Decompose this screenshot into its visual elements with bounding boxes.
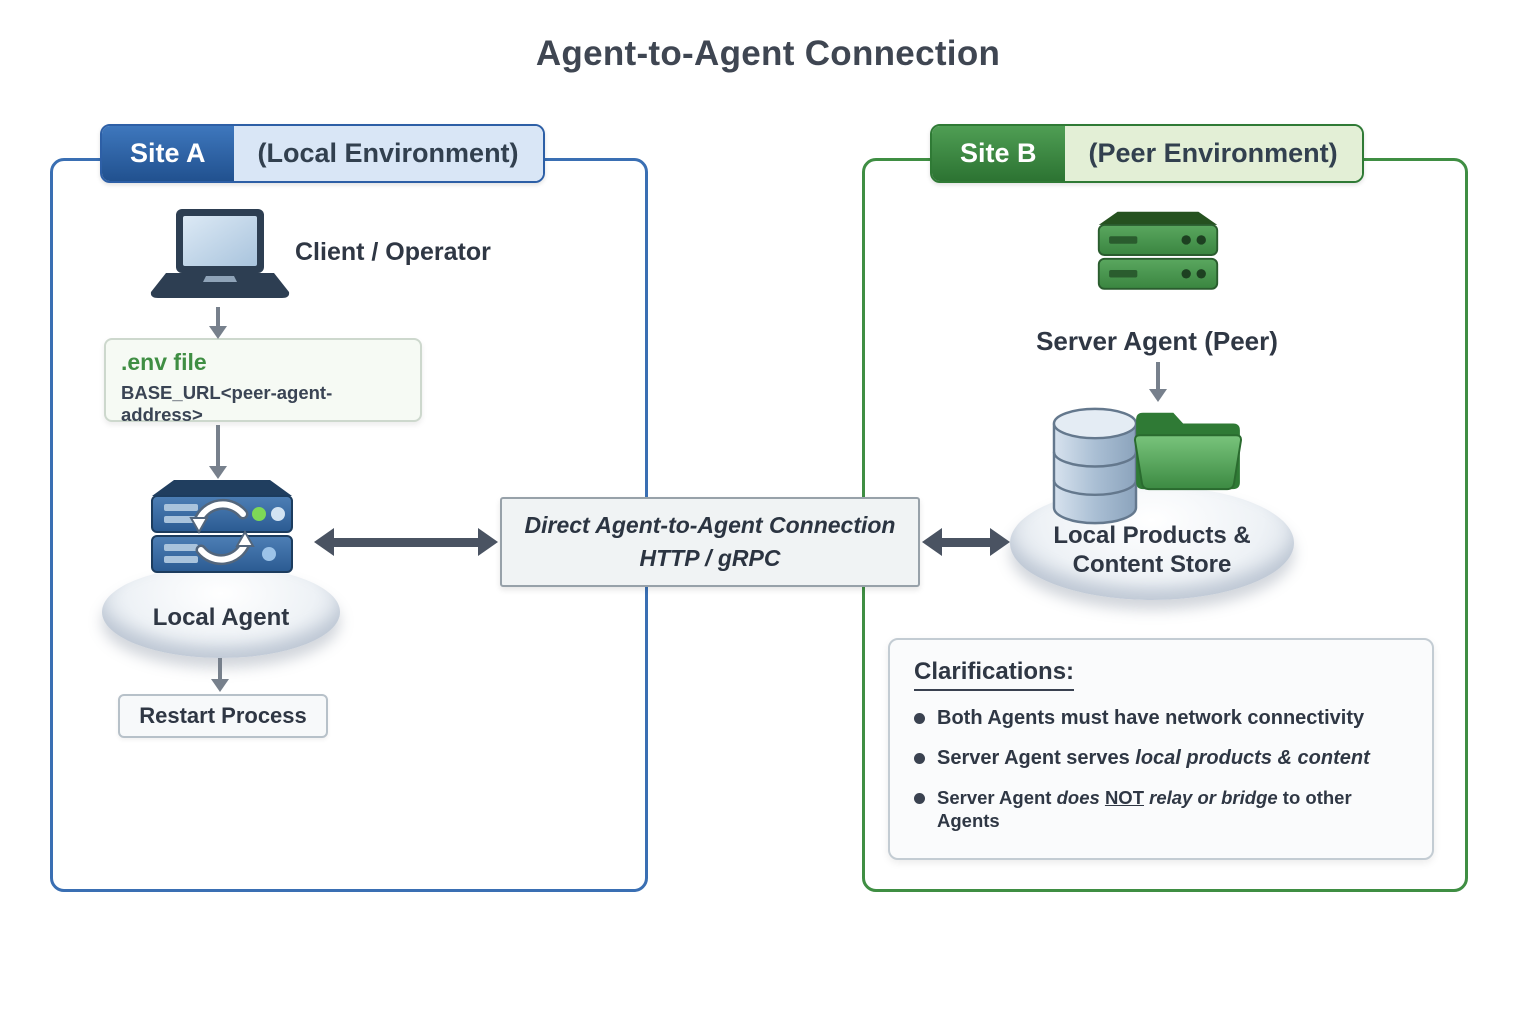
site-b-tab-sublabel: (Peer Environment) xyxy=(1064,126,1362,181)
content-store-label-line1: Local Products & xyxy=(1053,522,1251,549)
clarification-text-3: Server Agent does NOT relay or bridge to… xyxy=(937,787,1352,832)
laptop-icon xyxy=(150,206,290,306)
down-arrow-icon xyxy=(206,425,230,479)
local-agent-platform xyxy=(102,566,340,658)
site-a-tab-sublabel: (Local Environment) xyxy=(233,126,543,181)
database-cylinder-icon xyxy=(1048,404,1142,529)
double-headed-arrow-icon xyxy=(314,528,498,556)
clarifications-box: Clarifications: Both Agents must have ne… xyxy=(888,638,1434,860)
server-stack-refresh-icon xyxy=(142,476,302,588)
connection-line2: HTTP / gRPC xyxy=(639,545,781,571)
connection-line1: Direct Agent-to-Agent Connection xyxy=(524,511,896,538)
bullet-icon xyxy=(914,793,925,804)
restart-process-box: Restart Process xyxy=(118,694,328,738)
clarification-text-2: Server Agent serves local products & con… xyxy=(937,747,1370,769)
site-b-tab: Site B (Peer Environment) xyxy=(930,124,1364,183)
server-agent-peer-label: Server Agent (Peer) xyxy=(1036,326,1278,356)
green-server-stack-icon xyxy=(1092,208,1224,302)
clarification-item-2: Server Agent serves local products & con… xyxy=(914,746,1408,771)
restart-process-label: Restart Process xyxy=(139,703,307,728)
clarification-item-3: Server Agent does NOT relay or bridge to… xyxy=(914,786,1408,832)
site-a-tab: Site A (Local Environment) xyxy=(100,124,545,183)
content-store-label-line2: Content Store xyxy=(1072,550,1232,578)
site-a-tab-label: Site A xyxy=(102,126,234,181)
connection-box: Direct Agent-to-Agent Connection HTTP / … xyxy=(500,497,920,587)
folder-icon xyxy=(1130,400,1246,494)
clarification-text-1: Both Agents must have network connectivi… xyxy=(937,707,1365,729)
site-b-tab-label: Site B xyxy=(932,126,1065,181)
down-arrow-icon xyxy=(1146,362,1170,402)
bullet-icon xyxy=(914,713,925,724)
clarification-item-1: Both Agents must have network connectivi… xyxy=(914,706,1408,731)
env-file-value: BASE_URL<peer-agent-address> xyxy=(121,382,333,425)
env-file-box: .env file BASE_URL<peer-agent-address> xyxy=(104,338,422,425)
bullet-icon xyxy=(914,753,925,764)
content-store-label: Local Products & Content Store xyxy=(1010,522,1294,580)
env-file-title: .env file xyxy=(121,349,207,375)
down-arrow-icon xyxy=(208,658,232,692)
local-agent-label: Local Agent xyxy=(152,604,290,631)
double-headed-arrow-icon xyxy=(922,528,1010,556)
client-operator-label: Client / Operator xyxy=(295,238,491,266)
clarifications-title: Clarifications: xyxy=(914,658,1075,691)
diagram-title: Agent-to-Agent Connection xyxy=(535,34,1001,73)
down-arrow-icon xyxy=(206,307,230,339)
